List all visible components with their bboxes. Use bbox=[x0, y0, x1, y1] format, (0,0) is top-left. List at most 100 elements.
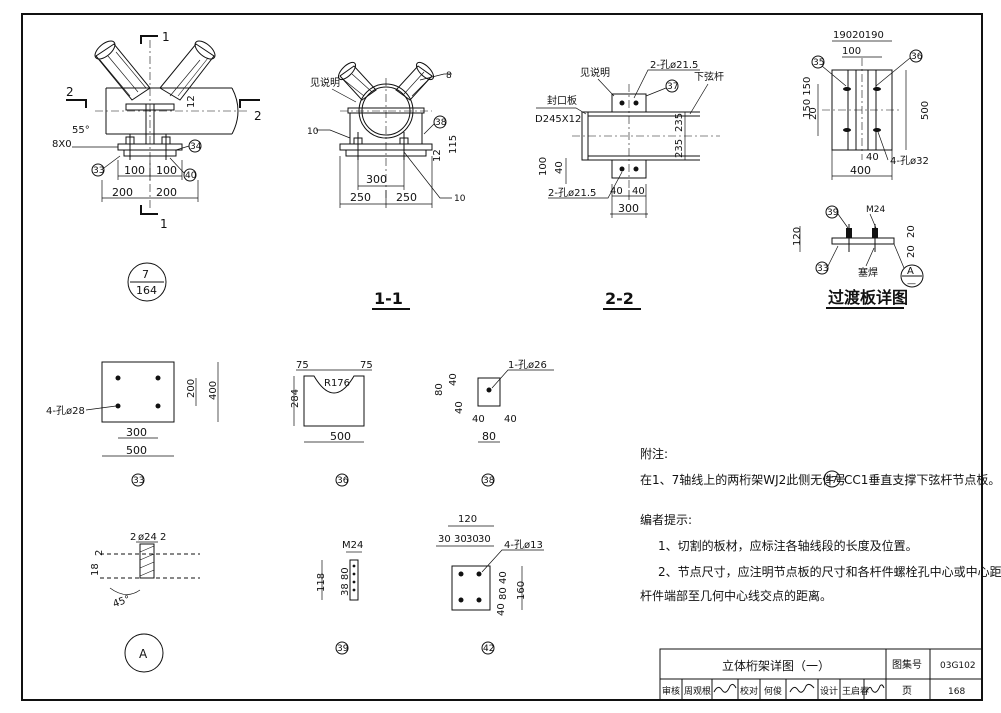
dim-80-42: 80 bbox=[498, 587, 509, 600]
section-1-1-view: 见说明 8 10 10 38 12 115 300 250 250 1-1 bbox=[307, 61, 466, 310]
callout-36: 36 bbox=[911, 52, 923, 62]
role-review: 审核 bbox=[662, 685, 680, 697]
role-design: 设计 bbox=[820, 685, 838, 697]
dim-40-b-42: 40 bbox=[496, 603, 507, 616]
section-mark-1-bottom: 1 bbox=[160, 217, 168, 231]
name-review: 周观根 bbox=[684, 685, 711, 697]
section-1-1-title: 1-1 bbox=[374, 289, 403, 308]
dim-100-left: 100 bbox=[124, 164, 145, 177]
label-holes-tp: 4-孔ø32 bbox=[890, 155, 929, 167]
section-mark-1-top: 1 bbox=[162, 30, 170, 44]
note-see-1: 见说明 bbox=[310, 76, 340, 89]
dim-80-side-38: 80 bbox=[434, 383, 445, 396]
part-42: 120 30 30 30 30 4-孔ø13 40 80 40 160 42 bbox=[436, 514, 544, 655]
dim-55deg: 55° bbox=[72, 125, 90, 136]
callout-33-tp: 33 bbox=[817, 264, 828, 274]
dim-40-a-42: 40 bbox=[498, 571, 509, 584]
dim-200-right: 200 bbox=[156, 186, 177, 199]
appendix-line-pre: 在1、7轴线上的两桁架WJ2此侧无件号 bbox=[640, 472, 846, 487]
ref-a-dash: — bbox=[907, 279, 916, 289]
dim-12-1: 12 bbox=[432, 149, 443, 162]
transition-plate-title: 过渡板详图 bbox=[828, 288, 908, 307]
ref-bubble-bottom: 164 bbox=[136, 284, 157, 297]
dim-100-tp: 100 bbox=[842, 46, 861, 57]
callout-10a: 10 bbox=[307, 127, 319, 137]
dim-300-33: 300 bbox=[126, 426, 147, 439]
dim-120-42: 120 bbox=[458, 514, 477, 525]
dim-75-b: 75 bbox=[360, 360, 373, 371]
dim-300-1: 300 bbox=[366, 173, 387, 186]
dim-18-a: 18 bbox=[90, 563, 101, 576]
dim-235-a: 235 bbox=[674, 113, 685, 132]
dim-100-2: 100 bbox=[538, 157, 549, 176]
callout-35: 35 bbox=[813, 58, 824, 68]
label-holes-42: 4-孔ø13 bbox=[504, 539, 543, 551]
label-m24-39: M24 bbox=[342, 540, 363, 551]
dim-2-a: 2 bbox=[94, 550, 105, 556]
dim-250-b: 250 bbox=[396, 191, 417, 204]
dim-200-33: 200 bbox=[186, 379, 197, 398]
dim-45-a: 45° bbox=[111, 594, 131, 610]
editor-note-1: 1、切割的板材，应标注各轴线段的长度及位置。 bbox=[658, 538, 918, 553]
dim-12: 12 bbox=[186, 95, 197, 108]
label-cap: 封口板 bbox=[547, 94, 577, 107]
label-2-top-a: 2 bbox=[130, 532, 136, 543]
dim-r176: R176 bbox=[324, 378, 350, 389]
label-chord: 下弦杆 bbox=[694, 70, 724, 83]
label-weld: 塞焊 bbox=[858, 266, 878, 279]
detail-a: 2 ø24 2 18 2 45° A bbox=[90, 532, 200, 673]
label-pipe: D245X12 bbox=[535, 114, 581, 125]
dim-120-tp: 120 bbox=[792, 227, 803, 246]
dim-40-tp: 40 bbox=[866, 152, 879, 163]
callout-36-part: 36 bbox=[337, 476, 349, 486]
dim-400-33: 400 bbox=[208, 381, 219, 400]
atlas-label: 图集号 bbox=[892, 658, 922, 671]
section-2-2-view: 见说明 2-孔ø21.5 37 下弦杆 封口板 D245X12 235 235 … bbox=[535, 59, 724, 310]
editor-note-2a: 2、节点尺寸，应注明节点板的尺寸和各杆件螺栓孔中心或中心距，以及 bbox=[658, 564, 1001, 579]
dim-118: 118 bbox=[316, 573, 327, 592]
dim-20-tp: 20 bbox=[808, 107, 819, 120]
dim-235-b: 235 bbox=[674, 139, 685, 158]
dim-40-side-38: 40 bbox=[448, 373, 459, 386]
callout-33: 33 bbox=[93, 166, 104, 176]
dim-500-33: 500 bbox=[126, 444, 147, 457]
section-mark-2-right: 2 bbox=[254, 109, 262, 123]
dim-40-a: 40 bbox=[610, 186, 623, 197]
callout-39-tp: 39 bbox=[827, 208, 839, 218]
ref-a-tp: A bbox=[907, 266, 914, 277]
appendix-line-post: CC1垂直支撑下弦杆节点板。 bbox=[844, 472, 1000, 487]
drawing-title: 立体桁架详图（一） bbox=[722, 658, 830, 673]
label-m24-tp: M24 bbox=[866, 205, 885, 215]
part-33: 4-孔ø28 200 400 300 500 33 bbox=[46, 361, 219, 487]
callout-40: 40 bbox=[185, 171, 197, 181]
dim-40-b: 40 bbox=[632, 186, 645, 197]
label-bolt-bottom: 2-孔ø21.5 bbox=[548, 187, 596, 199]
dim-150-150: 150 150 bbox=[802, 77, 813, 118]
dim-190-20-190: 19020190 bbox=[833, 30, 884, 41]
ref-bubble bbox=[127, 262, 167, 302]
dim-200-left: 200 bbox=[112, 186, 133, 199]
label-2-a: 2 bbox=[160, 532, 166, 543]
appendix-line-num: 37 bbox=[825, 475, 838, 486]
elevation-view: 1 1 2 2 55° 8X0 12 100 100 200 200 33 34… bbox=[52, 30, 262, 302]
note-see-2: 见说明 bbox=[580, 66, 610, 79]
dim-30-b: 30 bbox=[454, 534, 467, 545]
page-label: 页 bbox=[902, 685, 912, 697]
role-check: 校对 bbox=[740, 685, 758, 697]
dim-30-a: 30 bbox=[438, 534, 451, 545]
dim-400-tp: 400 bbox=[850, 164, 871, 177]
dim-160-42: 160 bbox=[516, 581, 527, 600]
notes: 附注: 在1、7轴线上的两桁架WJ2此侧无件号 37 CC1垂直支撑下弦杆节点板… bbox=[640, 446, 1001, 603]
dim-250-a: 250 bbox=[350, 191, 371, 204]
dim-20b-tp: 20 bbox=[906, 245, 917, 258]
name-design: 王启春 bbox=[842, 685, 869, 697]
dim-30-d: 30 bbox=[478, 534, 491, 545]
callout-38-part: 38 bbox=[483, 476, 495, 486]
dim-40-side: 40 bbox=[554, 161, 565, 174]
dim-40-a-38: 40 bbox=[454, 401, 465, 414]
label-d24-a: ø24 bbox=[138, 532, 157, 543]
callout-42-part: 42 bbox=[483, 644, 494, 654]
editor-note-2b: 杆件端部至几何中心线交点的距离。 bbox=[640, 588, 832, 603]
dim-80-38: 80 bbox=[482, 430, 496, 443]
